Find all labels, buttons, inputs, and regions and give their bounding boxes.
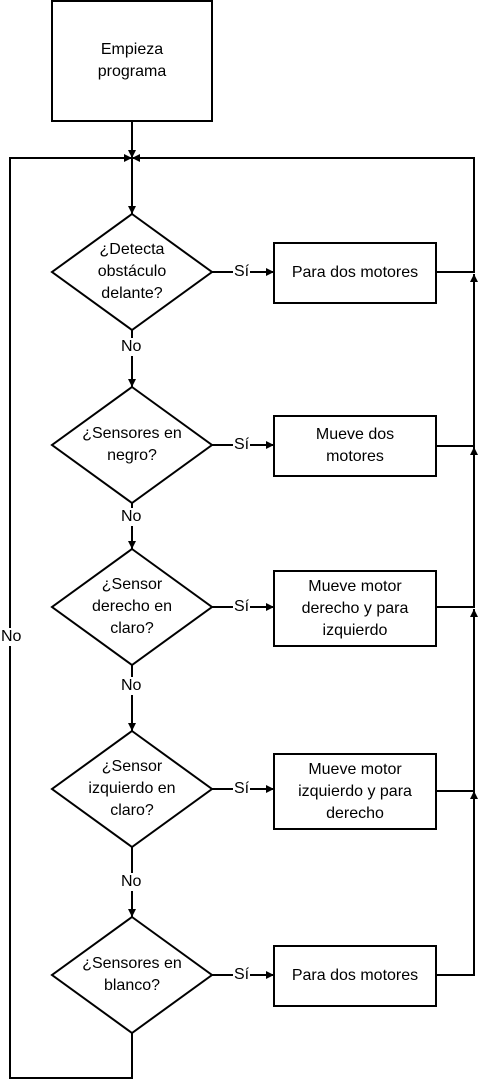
- yes-label-1: Sí: [233, 263, 251, 281]
- no-label-2: No: [120, 508, 143, 526]
- action-2-label: Mueve dos motores: [315, 426, 395, 465]
- no-label-3: No: [120, 677, 143, 695]
- start-label: Empieza programa: [97, 41, 167, 80]
- return-1: [132, 154, 475, 273]
- action-1-box: [273, 242, 437, 304]
- return-2: [436, 274, 478, 447]
- no-label-5: No: [0, 628, 23, 646]
- no-label-4: No: [120, 873, 143, 891]
- yes-label-3: Sí: [233, 598, 251, 616]
- action-4-label: Mueve motor izquierdo y para derecho: [298, 760, 412, 822]
- action-3-box: [273, 570, 437, 647]
- decision-1-label: ¿Detecta obstáculo delante?: [97, 241, 167, 302]
- action-1-label: Para dos motores: [291, 264, 419, 281]
- action-5-box: [273, 945, 437, 1007]
- action-2-box: [273, 415, 437, 477]
- action-5-label: Para dos motores: [291, 967, 419, 984]
- no-loop-line: [9, 154, 133, 1079]
- yes-label-4: Sí: [233, 780, 251, 798]
- yes-label-5: Sí: [233, 966, 251, 984]
- return-5: [436, 791, 478, 976]
- start-box: [51, 0, 213, 122]
- decision-2-label: ¿Sensores en negro?: [82, 425, 182, 464]
- yes-label-2: Sí: [233, 436, 251, 454]
- decision-5-label: ¿Sensores en blanco?: [82, 955, 182, 994]
- decision-3-label: ¿Sensor derecho en claro?: [91, 576, 173, 637]
- no-label-1: No: [120, 338, 143, 356]
- return-3: [436, 447, 478, 608]
- action-3-label: Mueve motor derecho y para izquierdo: [301, 577, 409, 639]
- return-4: [436, 609, 478, 792]
- decision-4-label: ¿Sensor izquierdo en claro?: [88, 758, 176, 819]
- action-4-box: [273, 753, 437, 830]
